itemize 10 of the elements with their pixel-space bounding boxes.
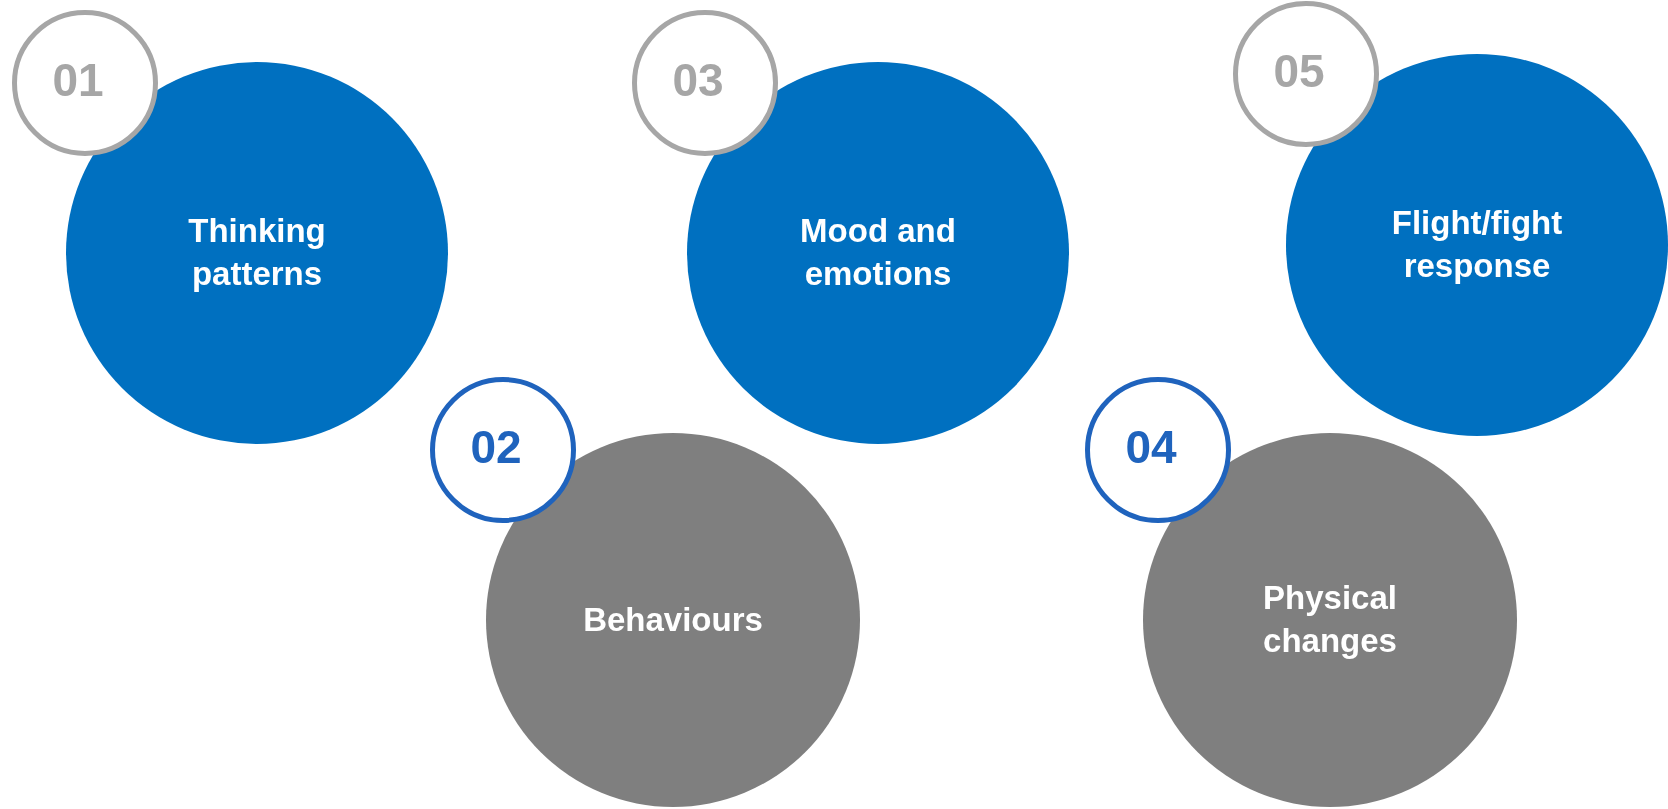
step-number: 01 [52, 53, 104, 107]
step-number: 04 [1125, 420, 1177, 474]
topic-label: Flight/fight response [1390, 203, 1564, 286]
step-number: 03 [672, 53, 724, 107]
topic-label: Physical changes [1262, 578, 1398, 661]
topic-label: Thinking patterns [187, 211, 327, 294]
topic-label: Behaviours [583, 599, 763, 640]
step-number: 02 [470, 420, 522, 474]
topic-label: Mood and emotions [799, 211, 957, 294]
step-number: 05 [1273, 44, 1325, 98]
